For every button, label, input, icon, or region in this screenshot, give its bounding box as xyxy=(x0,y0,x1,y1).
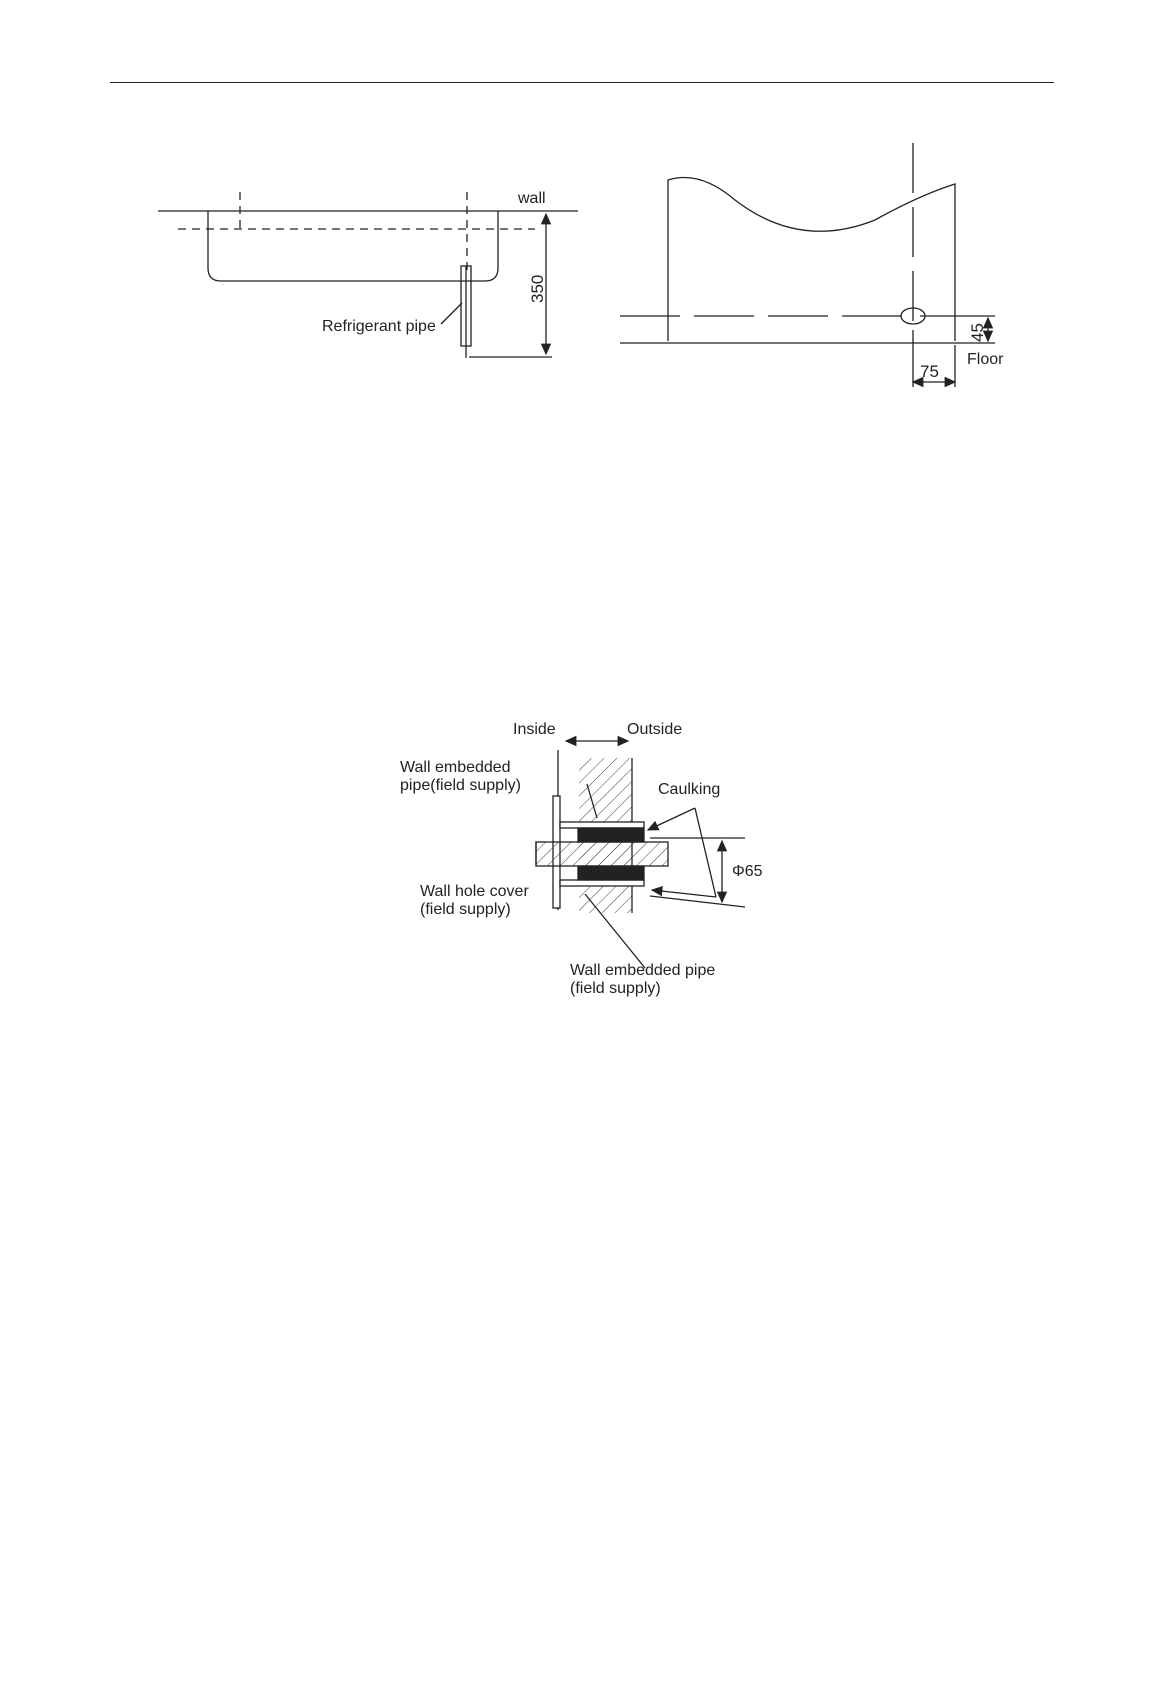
wall-label: wall xyxy=(517,190,546,207)
caulking-leader-bottom xyxy=(652,890,716,897)
height-45-label: 45 xyxy=(968,323,987,342)
refrigerant-pipe-section xyxy=(536,842,668,866)
wall-hole-cover-label-line1: Wall hole cover xyxy=(420,883,529,900)
caulking-label: Caulking xyxy=(658,781,720,798)
height-350-label: 350 xyxy=(528,275,547,303)
embedded-pipe-top xyxy=(560,822,644,828)
wall-embedded-pipe-label-line1: Wall embedded xyxy=(400,759,511,776)
unit-elevation-diagram xyxy=(620,143,995,387)
wall-embedded-pipe-label-line2: pipe(field supply) xyxy=(400,777,521,794)
inside-label: Inside xyxy=(513,721,556,738)
wall-section-diagram xyxy=(536,741,745,968)
caulking-leader-side xyxy=(695,808,716,897)
width-75-label: 75 xyxy=(920,362,939,381)
phi-extension-bottom xyxy=(650,896,745,907)
outside-label: Outside xyxy=(627,721,682,738)
caulking-top xyxy=(578,828,644,842)
diameter-label: Φ65 xyxy=(732,863,763,880)
wall-hole-cover-label-line2: (field supply) xyxy=(420,901,511,918)
caulking-leader-top xyxy=(648,808,695,830)
caulking-bottom xyxy=(578,866,644,880)
embedded-pipe-bottom xyxy=(560,880,644,886)
refrigerant-pipe-label: Refrigerant pipe xyxy=(322,318,436,335)
wall-embedded-pipe-bottom-label-line2: (field supply) xyxy=(570,980,661,997)
wall-embedded-pipe-bottom-label-line1: Wall embedded pipe xyxy=(570,962,715,979)
floor-label: Floor xyxy=(967,351,1004,368)
unit-outline xyxy=(208,211,498,281)
pipe-leader xyxy=(441,303,462,324)
